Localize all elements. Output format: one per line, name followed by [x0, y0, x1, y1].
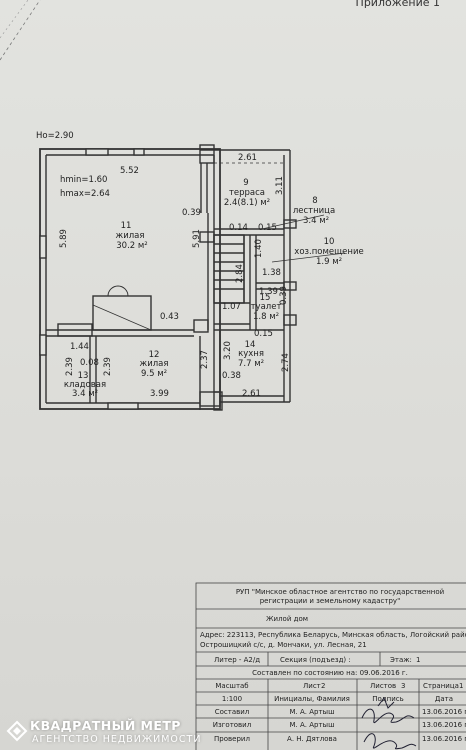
dim-2-84: 2.84 — [235, 264, 245, 283]
tb-org-line1: РУП "Минское областное агентство по госу… — [236, 588, 444, 596]
room-15-num: 15 — [260, 293, 271, 303]
room-9-name: терраса — [229, 188, 265, 198]
dim-2-37: 2.37 — [200, 350, 210, 369]
dim-1-40: 1.40 — [254, 239, 264, 258]
tb-row-role: Составил — [215, 708, 250, 716]
dim-2-74: 2.74 — [281, 353, 291, 372]
dim-5-91: 5.91 — [192, 229, 202, 248]
tb-scale-header: Масштаб — [215, 682, 248, 690]
room-12-area: 9.5 м² — [141, 369, 167, 379]
tb-composed: Составлен по состоянию на: 09.06.2016 г. — [252, 669, 408, 677]
signature-scribble — [361, 696, 417, 750]
dim-0-08: 0.08 — [80, 358, 99, 368]
dim-3-20: 3.20 — [223, 341, 233, 360]
room-14-area: 7.7 м² — [238, 359, 264, 369]
dim-0-39: 0.39 — [182, 208, 201, 218]
tb-org-line2: регистрации и земельному кадастру" — [260, 597, 401, 605]
tb-sign-header: Подпись — [372, 695, 404, 703]
tb-initials-header: Инициалы, Фамилия — [274, 695, 350, 703]
dim-1-07: 1.07 — [222, 302, 241, 312]
dim-5-89: 5.89 — [59, 229, 69, 248]
tb-section: Секция (подъезд) : — [280, 656, 351, 664]
dim-0-15a: 0.15 — [258, 223, 277, 233]
watermark-title: КВАДРАТНЫЙ МЕТР — [30, 718, 181, 733]
room-13-name: кладовая — [64, 380, 106, 390]
room-12-name: жилая — [140, 359, 169, 369]
dim-1-39: 1.39 — [259, 287, 278, 297]
tb-page-value: 1 — [459, 682, 463, 690]
tb-row-date: 13.06.2016 г. — [422, 735, 466, 743]
tb-row-name: М. А. Артыш — [290, 721, 335, 729]
tb-object: Жилой дом — [266, 615, 308, 623]
tb-row-date: 13.06.2016 г. — [422, 721, 466, 729]
room-15-area: 1.8 м² — [253, 312, 279, 322]
dim-1-44: 1.44 — [70, 342, 89, 352]
appendix-label: Приложение 1 — [355, 0, 440, 9]
tb-floor-value: 1 — [416, 656, 420, 664]
room-11-area: 30.2 м² — [116, 241, 147, 251]
dim-0-43: 0.43 — [160, 312, 179, 322]
tb-scale-value: 1:100 — [222, 695, 242, 703]
room-10-name: хоз.помещение — [294, 247, 363, 257]
room-9-num: 9 — [243, 178, 248, 188]
dim-0-14: 0.14 — [229, 223, 248, 233]
hmax-label: hmax=2.64 — [60, 189, 110, 199]
room-8-num: 8 — [312, 196, 317, 206]
room-13-area: 3.4 м² — [72, 389, 98, 399]
tb-sheet-header: Лист — [303, 682, 321, 690]
tb-sheet-value: 2 — [321, 682, 325, 690]
room-12-num: 12 — [149, 350, 160, 360]
tb-row-name: М. А. Артыш — [290, 708, 335, 716]
tb-row-role: Проверил — [214, 735, 250, 743]
room-15-name: туалет — [251, 302, 282, 312]
dim-2-61-bottom: 2.61 — [242, 389, 261, 399]
tb-page-header: Страница — [423, 682, 459, 690]
watermark-subtitle: АГЕНТСТВО НЕДВИЖИМОСТИ — [32, 734, 202, 745]
tb-address-2: Острошицкий с/с, д. Мончаки, ул. Лесная,… — [200, 641, 367, 649]
room-14-name: кухня — [238, 349, 264, 359]
tb-sheets-header: Листов — [370, 682, 396, 690]
tb-date-header: Дата — [435, 695, 453, 703]
room-8-name: лестница — [293, 206, 335, 216]
room-9-area: 2.4(8.1) м² — [224, 198, 270, 208]
tb-floor-label: Этаж: — [390, 656, 412, 664]
dim-1-38: 1.38 — [262, 268, 281, 278]
dim-0-38: 0.38 — [222, 371, 241, 381]
tb-sheets-value: 3 — [401, 682, 405, 690]
room-11-num: 11 — [121, 221, 132, 231]
tb-liter: Литер - А2/д — [214, 656, 260, 664]
tb-row-role: Изготовил — [213, 721, 251, 729]
dim-2-39a: 2.39 — [65, 357, 75, 376]
tb-row-date: 13.06.2016 г. — [422, 708, 466, 716]
dim-2-39b: 2.39 — [103, 357, 113, 376]
dim-2-61-top: 2.61 — [238, 153, 257, 163]
dim-0-39b: 0.39 — [279, 286, 289, 305]
dim-3-99: 3.99 — [150, 389, 169, 399]
tb-address-1: Адрес: 223113, Республика Беларусь, Минс… — [200, 631, 466, 639]
room-14-num: 14 — [245, 340, 256, 350]
watermark: КВАДРАТНЫЙ МЕТР АГЕНТСТВО НЕДВИЖИМОСТИ — [0, 716, 250, 750]
dim-5-52: 5.52 — [120, 166, 139, 176]
logo-icon — [6, 720, 28, 742]
room-10-area: 1.9 м² — [316, 257, 342, 267]
tb-row-name: А. Н. Дятлова — [287, 735, 337, 743]
dim-3-11: 3.11 — [275, 176, 285, 195]
h0-label: Ho=2.90 — [36, 131, 74, 141]
room-11-name: жилая — [116, 231, 145, 241]
room-8-area: 3.4 м² — [303, 216, 329, 226]
room-10-num: 10 — [324, 237, 335, 247]
room-13-num: 13 — [78, 371, 89, 381]
hmin-label: hmin=1.60 — [60, 175, 107, 185]
dim-0-15b: 0.15 — [254, 329, 273, 339]
